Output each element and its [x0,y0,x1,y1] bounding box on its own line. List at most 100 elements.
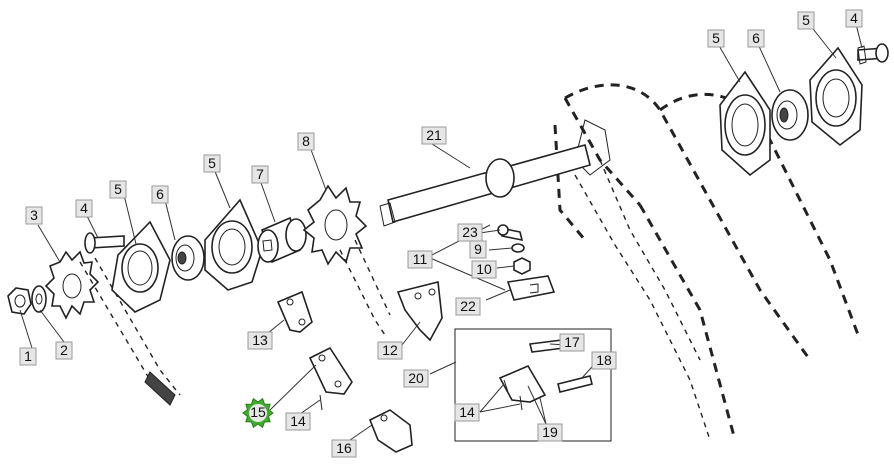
callout-label: 11 [413,251,428,267]
sprocket-8 [302,184,368,266]
callout-label: 15 [250,404,266,420]
callout-label: 5 [712,30,720,46]
flange-5-left [111,220,171,313]
bolt-4-right [857,43,889,65]
belt-housing [553,83,862,441]
chain-mid [339,239,391,336]
callout-box [203,154,221,173]
callout-12: 12 [377,341,403,360]
callout-box [251,165,269,184]
callout-9: 9 [469,240,487,259]
callout-label: 23 [462,224,478,240]
callout-box [455,297,481,316]
callout-4: 4 [845,9,863,28]
callout-1: 1 [19,347,37,366]
callout-label: 1 [24,348,32,364]
callout-box [454,403,480,422]
callout-label: 20 [408,370,424,386]
callout-label: 17 [564,334,580,350]
callout-5: 5 [797,11,815,30]
callout-22: 22 [455,297,481,316]
callout-18: 18 [591,351,617,370]
callout-box [537,423,563,442]
callout-box [285,412,311,431]
collar-7 [257,216,307,264]
callout-label: 2 [60,342,68,358]
callout-label: 14 [459,404,475,420]
callout-4: 4 [75,199,93,218]
callout-label: 4 [850,10,858,26]
plate-22 [506,275,556,301]
callout-8: 8 [297,132,315,151]
callout-box [403,369,429,388]
washer-2 [31,285,47,313]
callout-5: 5 [109,180,127,199]
callout-label: 16 [336,440,352,456]
callout-box [845,9,863,28]
callout-box [591,351,617,370]
pin-14-left [319,394,323,411]
callout-box [25,206,43,225]
callout-5: 5 [707,29,725,48]
callout-3: 3 [25,206,43,225]
callout-box [109,180,127,199]
callout-box [471,260,497,279]
bearing-6-right [771,89,809,141]
callout-label: 5 [802,12,810,28]
shaft-21 [379,144,591,227]
callout-16: 16 [331,439,357,458]
callout-box [19,347,37,366]
callout-13: 13 [247,331,273,350]
callout-6: 6 [747,29,765,48]
bolt-4-left [84,232,125,254]
callout-19: 19 [537,423,563,442]
callout-11: 11 [407,250,433,269]
inset-box-20 [454,328,612,442]
callout-box [797,11,815,30]
bearing-6-left [171,235,205,281]
callout-7: 7 [251,165,269,184]
callout-label: 5 [208,155,216,171]
link-13 [276,290,313,333]
callout-label: 5 [114,181,122,197]
callout-10: 10 [471,260,497,279]
callout-label: 14 [290,413,306,429]
bracket-12 [396,281,443,342]
flange-5-right-b [809,46,863,147]
callout-box [407,250,433,269]
callout-label: 3 [30,207,38,223]
callout-20: 20 [403,369,429,388]
highlight-gear-center [249,404,267,422]
callout-label: 9 [474,241,482,257]
callout-box [421,126,447,145]
callout-box [247,331,273,350]
callout-box [151,185,169,204]
callout-label: 7 [256,166,264,182]
callout-label: 21 [426,127,442,143]
callout-6: 6 [151,185,169,204]
callout-box [377,341,403,360]
callout-label: 18 [596,352,612,368]
nut-1 [7,287,32,315]
callout-box [457,223,483,242]
link-15 [308,346,353,395]
bolt-23 [497,224,524,242]
callout-label: 13 [252,332,268,348]
callout-2: 2 [55,341,73,360]
flange-5-mid [204,198,263,291]
callout-23: 23 [457,223,483,242]
callout-5: 5 [203,154,221,173]
callout-label: 10 [476,261,492,277]
callout-box [707,29,725,48]
callout-box [331,439,357,458]
callout-14: 14 [285,412,311,431]
callout-14: 14 [454,403,480,422]
flange-5-right-a [719,70,771,177]
tensioner-16 [368,409,413,453]
callout-15-highlighted[interactable]: 15 [242,397,274,429]
callout-label: 6 [752,30,760,46]
callout-box [75,199,93,218]
callout-label: 8 [302,133,310,149]
